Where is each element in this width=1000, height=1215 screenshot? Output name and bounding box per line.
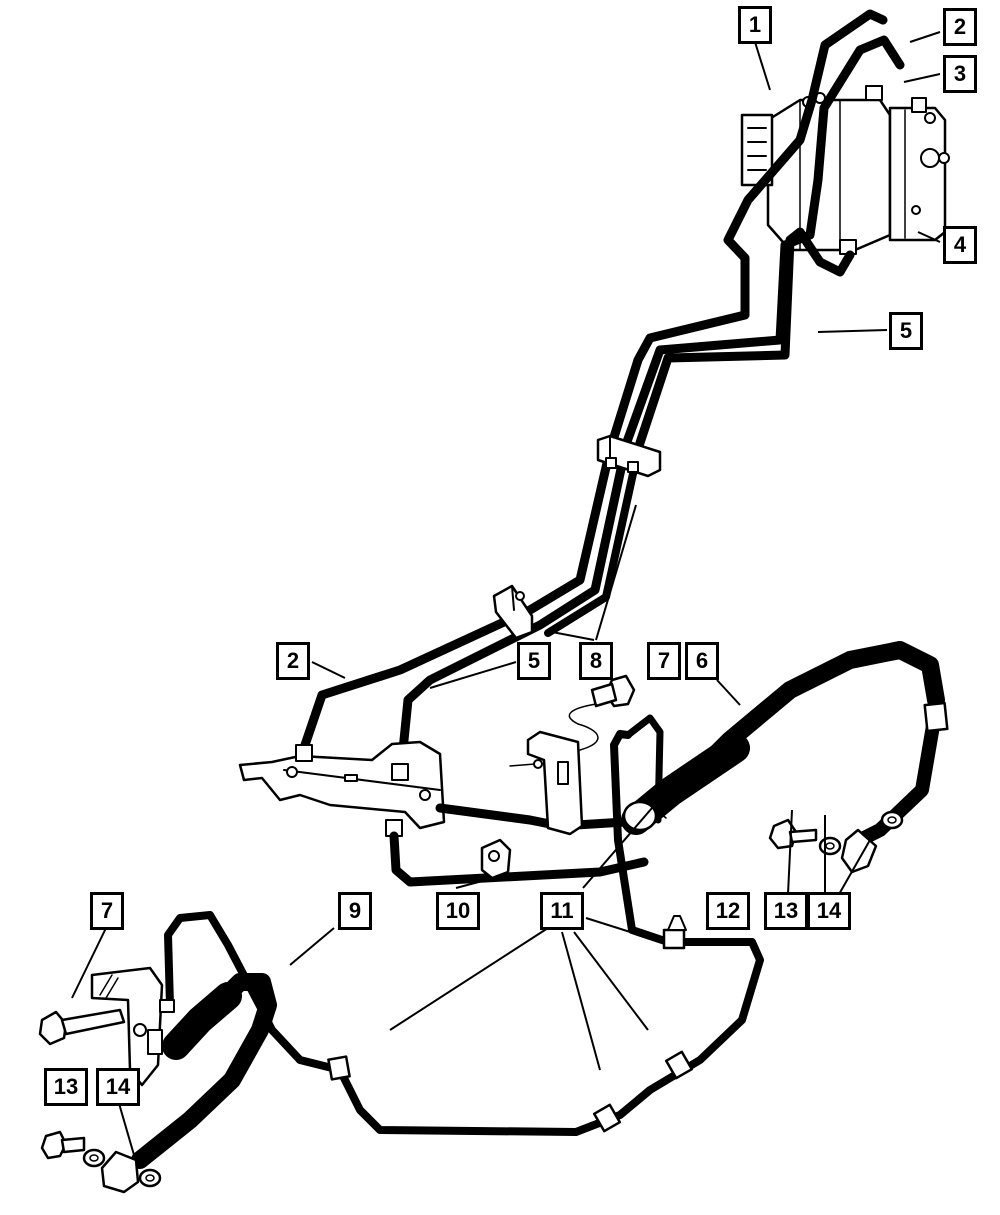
right-brake-hose — [621, 641, 949, 874]
callout-2-mid: 2 — [276, 642, 310, 680]
callout-8: 8 — [579, 642, 613, 680]
left-brake-hose — [90, 966, 277, 1194]
bracket-bolt — [568, 674, 636, 751]
callout-7-mid: 7 — [647, 642, 681, 680]
callout-9: 9 — [338, 892, 372, 930]
callout-13-left: 13 — [44, 1068, 88, 1106]
callout-11: 11 — [540, 892, 584, 930]
callout-1: 1 — [738, 6, 772, 44]
callout-3: 3 — [943, 55, 977, 93]
callout-12: 12 — [706, 892, 750, 930]
callout-14-right: 14 — [807, 892, 851, 930]
center-bracket — [509, 730, 584, 836]
callout-4: 4 — [943, 226, 977, 264]
callout-7-left: 7 — [90, 892, 124, 930]
mid-bracket — [238, 740, 446, 837]
left-banjo-bolt — [38, 1008, 162, 1188]
lower-line-clips — [327, 915, 694, 1133]
callout-5-top: 5 — [889, 312, 923, 350]
tube-clip-middle — [492, 584, 534, 640]
callout-13-right: 13 — [764, 892, 808, 930]
callout-14-left: 14 — [96, 1068, 140, 1106]
callout-6: 6 — [685, 642, 719, 680]
callout-5-mid: 5 — [517, 642, 551, 680]
rear-crossover-tube — [164, 714, 764, 1136]
hcu-brake-tubes — [300, 9, 905, 765]
leader-lines — [71, 31, 941, 1156]
callout-2-top: 2 — [943, 8, 977, 46]
callout-10: 10 — [436, 892, 480, 930]
p-clip — [480, 838, 512, 880]
tube-clip-upper — [596, 434, 662, 478]
